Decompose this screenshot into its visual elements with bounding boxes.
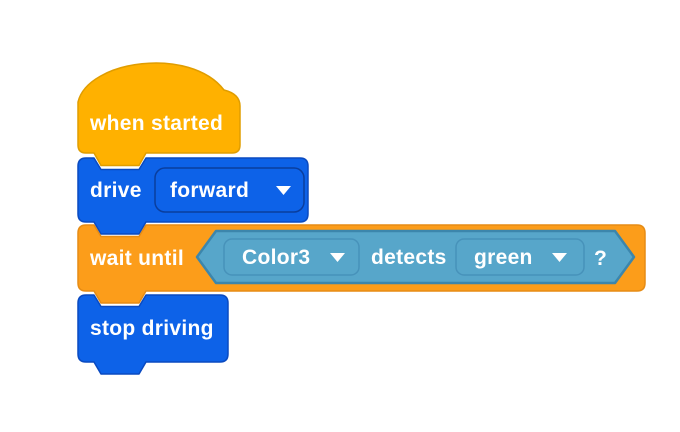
stop-driving-block[interactable]: stop driving: [77, 294, 229, 375]
stop-driving-label: stop driving: [90, 317, 214, 340]
stop-driving-block-shape[interactable]: [77, 294, 229, 375]
dropdown-chevron-icon: [330, 253, 345, 262]
wait-until-block[interactable]: wait until Color3 detects green ?: [77, 224, 646, 304]
drive-block[interactable]: drive forward: [77, 157, 309, 235]
detects-label: detects: [371, 246, 447, 269]
when-started-block-shape[interactable]: [77, 62, 241, 167]
when-started-block[interactable]: when started: [77, 62, 241, 167]
drive-direction-dropdown-field[interactable]: [154, 167, 305, 213]
color-dropdown[interactable]: green: [455, 238, 585, 276]
drive-label: drive: [90, 179, 142, 202]
dropdown-chevron-icon: [552, 253, 567, 262]
color-detects-boolean-block[interactable]: Color3 detects green ?: [195, 229, 636, 285]
drive-direction-dropdown-value: forward: [170, 179, 249, 202]
wait-until-label: wait until: [89, 247, 184, 270]
drive-direction-dropdown[interactable]: forward: [154, 167, 305, 213]
sensor-dropdown-field[interactable]: [223, 238, 360, 276]
boolean-question-mark-label: ?: [594, 247, 607, 270]
dropdown-chevron-icon: [276, 186, 291, 195]
sensor-dropdown-value: Color3: [242, 246, 310, 269]
color-dropdown-value: green: [474, 246, 533, 269]
color-dropdown-field[interactable]: [455, 238, 585, 276]
sensor-dropdown[interactable]: Color3: [223, 238, 360, 276]
when-started-label: when started: [89, 112, 223, 135]
